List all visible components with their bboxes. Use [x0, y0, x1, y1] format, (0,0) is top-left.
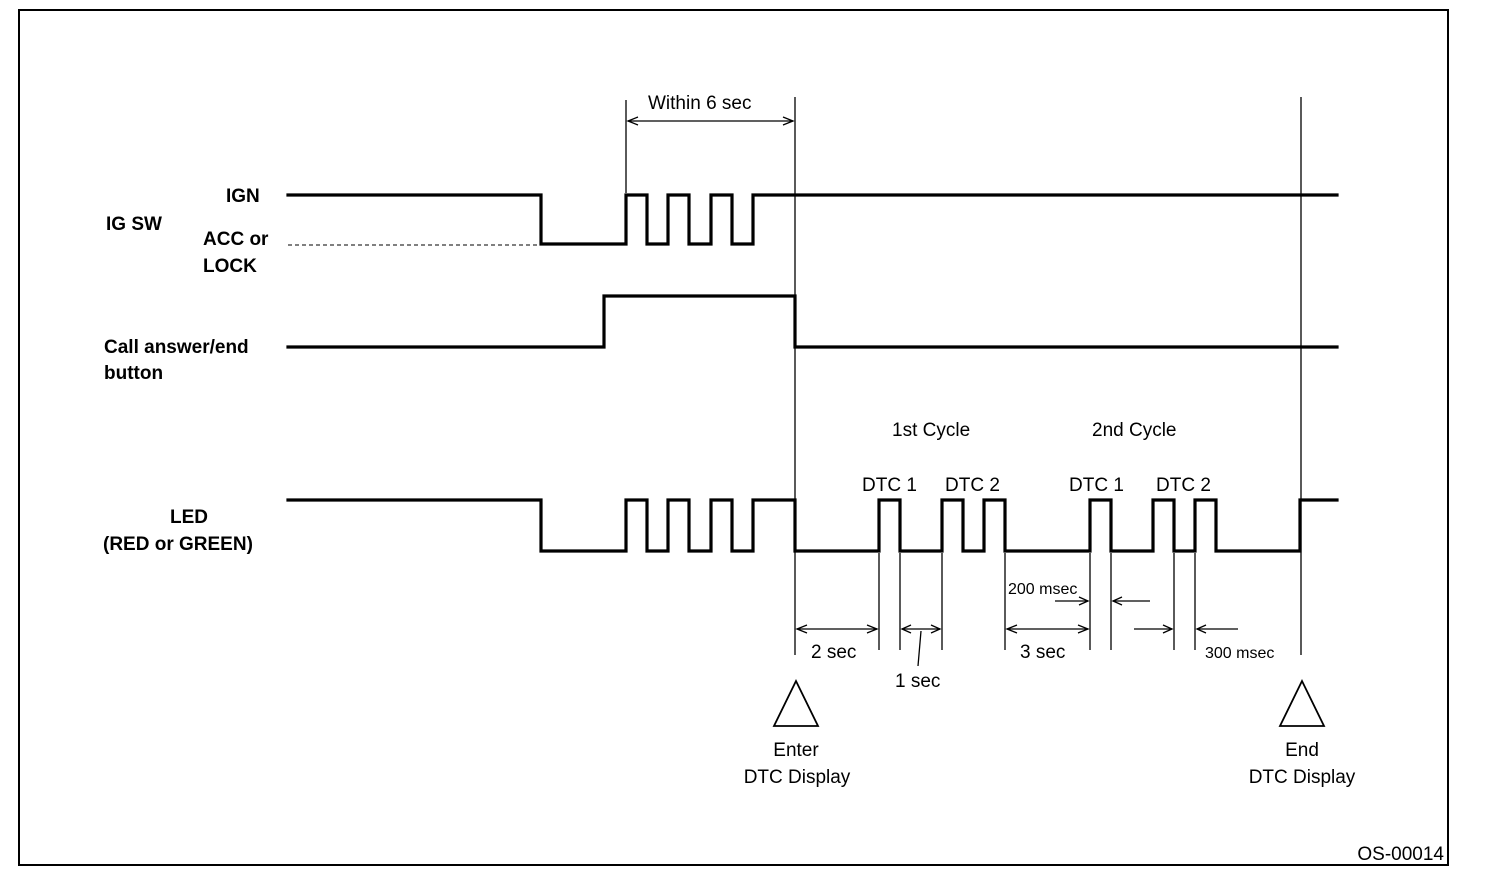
dtc1-second-label: DTC 1 — [1069, 475, 1124, 496]
call-button-label: Call answer/end — [104, 337, 249, 358]
enter-label: Enter — [773, 740, 819, 761]
first-cycle-label: 1st Cycle — [892, 420, 970, 441]
two-sec-arrow-left — [795, 624, 808, 634]
call-button-waveform — [286, 294, 1339, 349]
call-button-label-2: button — [104, 363, 163, 384]
three-sec-arrow-left — [1005, 624, 1018, 634]
ig-sw-waveform — [286, 193, 1339, 246]
end-marker-triangle — [1278, 678, 1326, 727]
ign-label: IGN — [226, 186, 260, 207]
one-sec-arrow-right — [930, 624, 942, 634]
led-waveform — [286, 498, 1339, 553]
one-sec-leader — [917, 630, 922, 667]
led-label: LED — [170, 507, 208, 528]
two-hundred-arrowhead-right — [1111, 596, 1123, 606]
within-arrow-left — [626, 116, 639, 126]
within-6-sec-label: Within 6 sec — [648, 93, 751, 114]
two-sec-label: 2 sec — [811, 642, 856, 663]
dtc2-second-label: DTC 2 — [1156, 475, 1211, 496]
one-sec-arrow-left — [900, 624, 912, 634]
lock-label: LOCK — [203, 256, 257, 277]
two-hundred-arrowhead-left — [1078, 596, 1090, 606]
three-hundred-arrowhead-left — [1162, 624, 1174, 634]
diagram-frame — [18, 9, 1449, 866]
led-color-label: (RED or GREEN) — [103, 534, 253, 555]
two-sec-arrow-right — [866, 624, 879, 634]
three-sec-label: 3 sec — [1020, 642, 1065, 663]
acc-label: ACC or — [203, 229, 269, 250]
end-label: End — [1285, 740, 1319, 761]
two-hundred-msec-label: 200 msec — [1008, 581, 1077, 598]
dtc2-first-label: DTC 2 — [945, 475, 1000, 496]
within-arrow-right — [782, 116, 795, 126]
enter-marker-triangle — [772, 678, 820, 727]
timing-extension-lines — [878, 553, 1196, 650]
one-sec-label: 1 sec — [895, 671, 940, 692]
three-hundred-msec-label: 300 msec — [1205, 645, 1274, 662]
three-sec-arrow-right — [1077, 624, 1090, 634]
ig-sw-label: IG SW — [106, 214, 162, 235]
three-hundred-arrowhead-right — [1195, 624, 1207, 634]
enter-dtc-display-label: DTC Display — [744, 767, 851, 788]
dtc1-first-label: DTC 1 — [862, 475, 917, 496]
second-cycle-label: 2nd Cycle — [1092, 420, 1177, 441]
end-dtc-display-label: DTC Display — [1249, 767, 1356, 788]
figure-id: OS-00014 — [1357, 844, 1444, 865]
